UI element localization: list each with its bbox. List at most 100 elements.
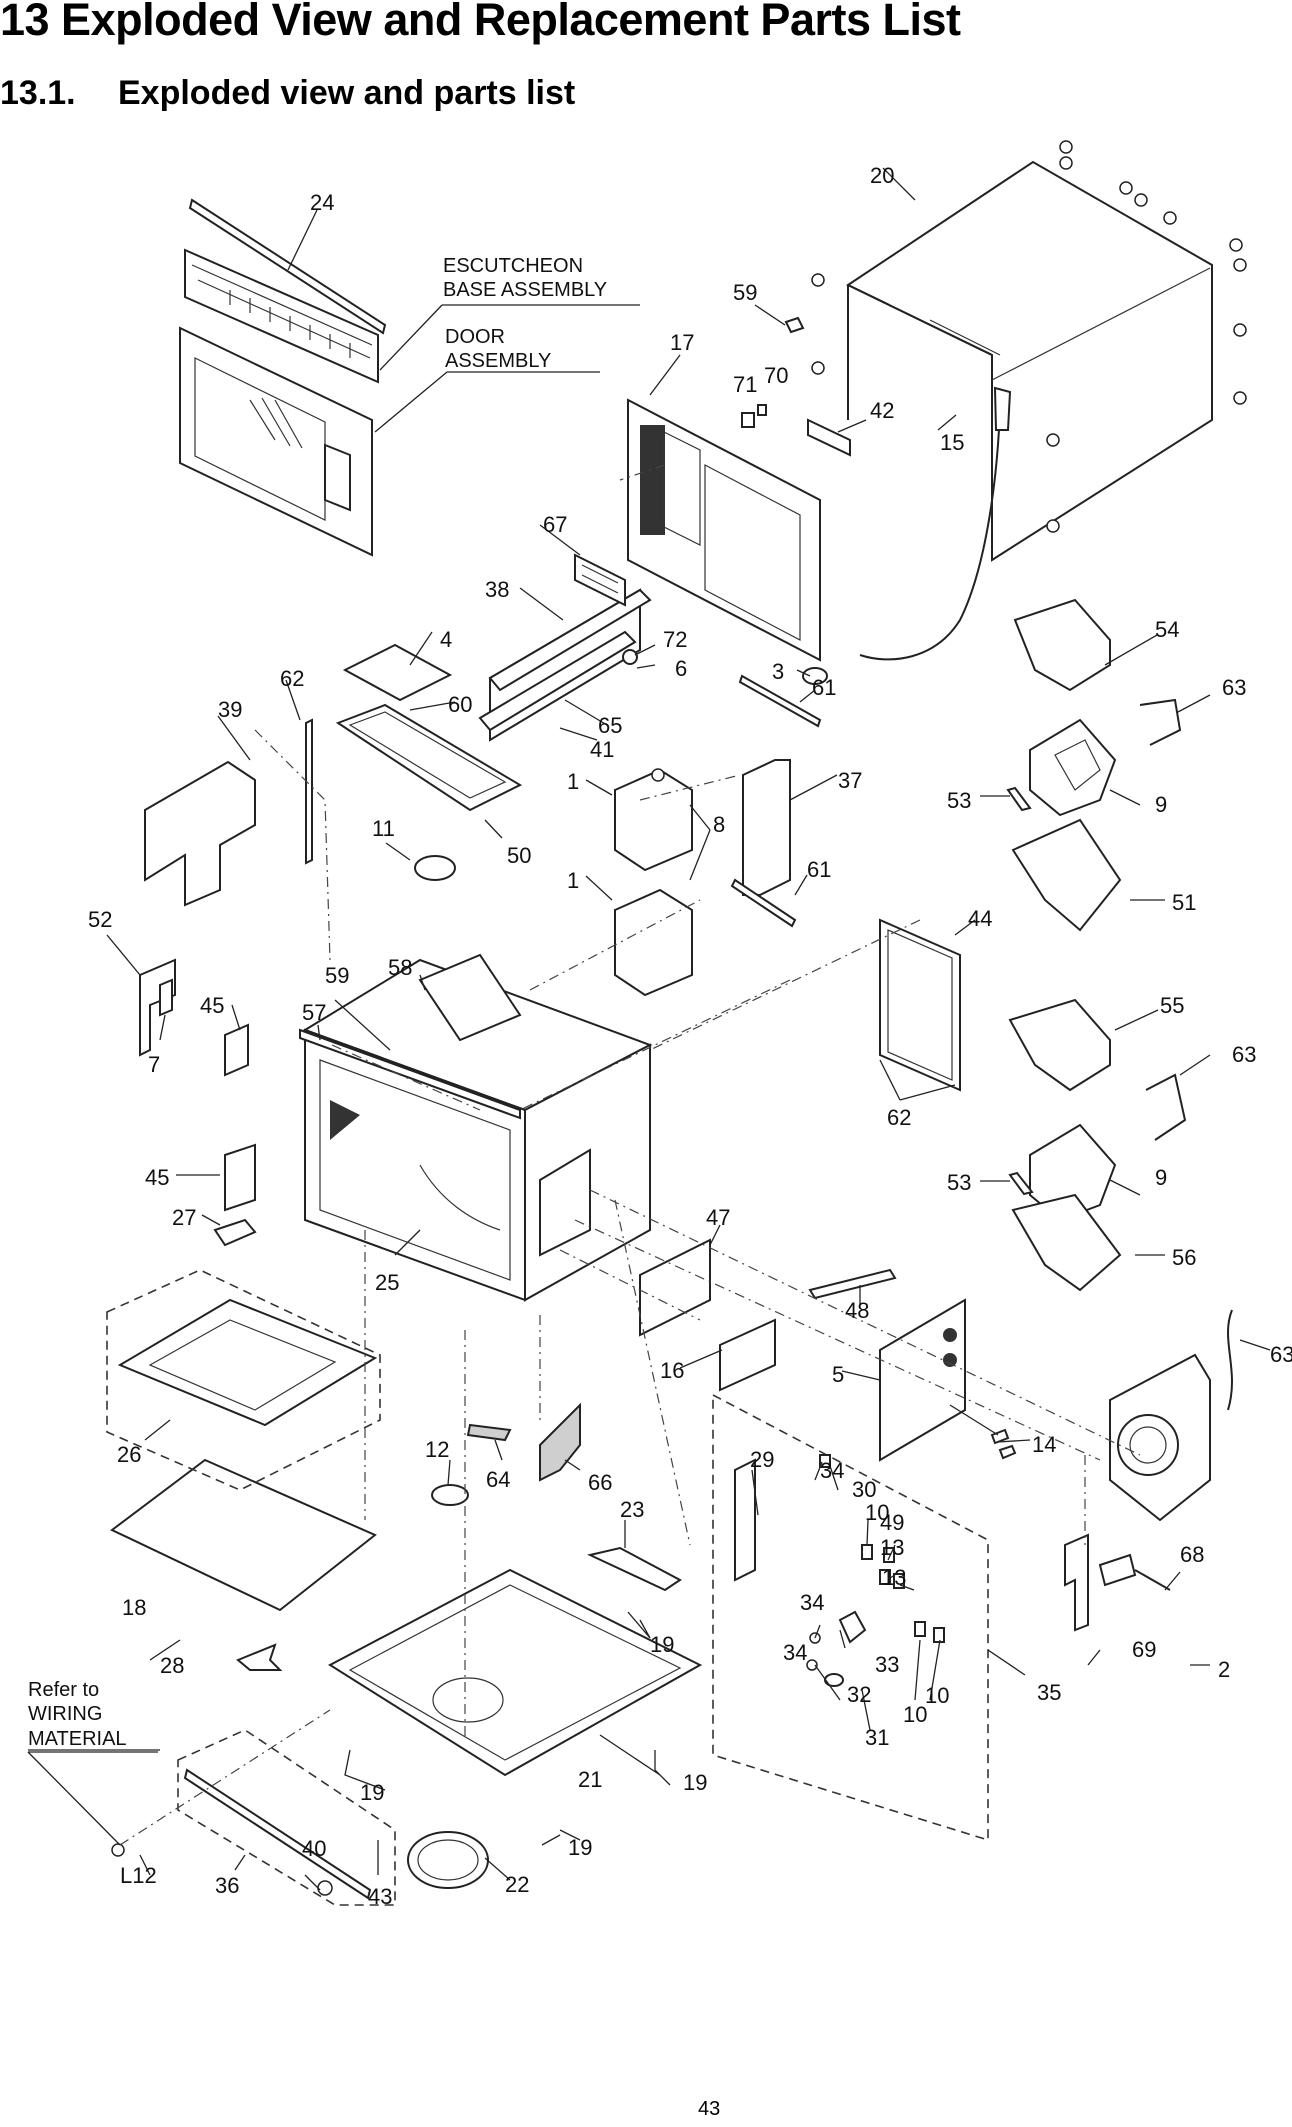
callout-part-67: 67 — [543, 512, 567, 537]
cabinet-screws — [811, 140, 1247, 533]
callout-part-11: 11 — [372, 816, 395, 841]
bracket-69 — [1064, 1533, 1089, 1632]
label-wiring-line1: Refer to — [28, 1679, 99, 1701]
clips-70-71 — [741, 404, 767, 428]
switch-9b — [1029, 1123, 1117, 1222]
door-assembly — [179, 326, 373, 557]
callout-part-22: 22 — [505, 1872, 529, 1897]
assembly-box-36 — [177, 1729, 396, 1906]
ring-72 — [622, 649, 638, 665]
subsection-title: Exploded view and parts list — [118, 74, 576, 112]
callout-part-45: 45 — [145, 1165, 169, 1190]
waveguide-59-57 — [299, 1028, 521, 1120]
switch-9a — [1029, 718, 1117, 817]
callout-part-39: 39 — [218, 697, 242, 722]
callout-part-29: 29 — [750, 1447, 774, 1472]
callout-part-44: 44 — [968, 906, 992, 931]
ring-22 — [407, 1831, 489, 1889]
cover-45b — [224, 1143, 256, 1212]
callout-part-6: 6 — [675, 656, 687, 681]
outer-cabinet-20 — [845, 160, 1213, 562]
callout-part-34: 34 — [800, 1590, 824, 1615]
switch-bracket-55 — [1008, 998, 1111, 1092]
callout-part-45: 45 — [200, 993, 224, 1018]
small-parts-35 — [806, 1454, 945, 1687]
callout-part-7: 7 — [148, 1052, 160, 1077]
callout-part-71: 71 — [733, 372, 757, 397]
main-pcb-5 — [879, 1298, 966, 1462]
callout-part-34: 34 — [820, 1458, 844, 1483]
callout-part-15: 15 — [940, 430, 964, 455]
callout-part-30: 30 — [852, 1477, 876, 1502]
sensor-68 — [1098, 1553, 1171, 1591]
callout-part-25: 25 — [375, 1270, 399, 1295]
bracket-23 — [586, 1546, 682, 1592]
callout-part-19: 19 — [650, 1632, 674, 1657]
callout-part-12: 12 — [425, 1437, 449, 1462]
callout-part-l12: L12 — [120, 1863, 157, 1888]
subsection-heading: 13.1.Exploded view and parts list — [0, 74, 575, 113]
escutcheon-base-assembly — [184, 248, 379, 384]
fan-motor-11 — [414, 855, 456, 881]
callout-part-62: 62 — [887, 1105, 911, 1130]
callout-part-9: 9 — [1155, 792, 1167, 817]
magnetron-1b — [614, 888, 693, 997]
blower-2 — [1109, 1353, 1211, 1522]
callout-part-38: 38 — [485, 577, 509, 602]
callout-part-61: 61 — [807, 857, 831, 882]
assembly-box-26 — [106, 1269, 381, 1491]
callout-part-56: 56 — [1172, 1245, 1196, 1270]
callout-part-55: 55 — [1160, 993, 1184, 1018]
callout-part-1: 1 — [567, 868, 579, 893]
plate-44 — [879, 918, 961, 1092]
callout-part-35: 35 — [1037, 1680, 1061, 1705]
coupler-28 — [236, 1643, 283, 1671]
callout-part-43: 43 — [368, 1884, 392, 1909]
callout-part-66: 66 — [588, 1470, 612, 1495]
switch-holder-51 — [1011, 818, 1122, 932]
escutcheon-strip-24 — [188, 198, 387, 335]
side-panel-right — [539, 1148, 591, 1257]
callout-part-33: 33 — [875, 1652, 899, 1677]
callout-part-28: 28 — [160, 1653, 184, 1678]
assembly-lines — [119, 464, 1141, 1846]
connectors-14 — [990, 1428, 1017, 1460]
callout-part-10: 10 — [865, 1500, 889, 1525]
handle-63b — [1145, 1073, 1187, 1141]
callout-part-61: 61 — [812, 675, 836, 700]
callout-part-42: 42 — [870, 398, 894, 423]
terminal-block-29 — [734, 1458, 756, 1582]
callout-part-64: 64 — [486, 1467, 510, 1492]
label-door-line2: ASSEMBLY — [445, 350, 551, 372]
callout-part-26: 26 — [117, 1442, 141, 1467]
page-number: 43 — [698, 2098, 721, 2120]
callout-part-1: 1 — [567, 769, 579, 794]
callout-part-59: 59 — [325, 963, 349, 988]
callout-part-14: 14 — [1032, 1432, 1056, 1457]
top-plate-58 — [418, 953, 522, 1042]
label-escutcheon-line1: ESCUTCHEON — [443, 255, 583, 277]
cover-45a — [224, 1023, 249, 1077]
callout-part-21: 21 — [578, 1767, 602, 1792]
switch-27 — [213, 1218, 257, 1247]
label-escutcheon-line2: BASE ASSEMBLY — [443, 279, 607, 301]
callout-part-36: 36 — [215, 1873, 239, 1898]
callout-part-65: 65 — [598, 713, 622, 738]
plate-7 — [159, 978, 173, 1017]
louver-67 — [574, 553, 626, 607]
tube-63d — [1227, 1309, 1233, 1411]
callout-part-57: 57 — [302, 1000, 326, 1025]
callout-part-41: 41 — [590, 737, 614, 762]
latch-53b — [1008, 1171, 1034, 1196]
callout-part-20: 20 — [870, 163, 894, 188]
callout-part-49: 49 — [880, 1510, 904, 1535]
callout-part-13: 13 — [882, 1565, 906, 1590]
front-grille-36 — [183, 1768, 372, 1900]
pcb-16 — [719, 1318, 776, 1392]
callout-part-63: 63 — [1232, 1042, 1256, 1067]
handle-63a — [1139, 698, 1182, 746]
label-door-line1: DOOR — [445, 326, 505, 348]
callout-part-32: 32 — [847, 1682, 871, 1707]
callout-part-24: 24 — [310, 190, 334, 215]
